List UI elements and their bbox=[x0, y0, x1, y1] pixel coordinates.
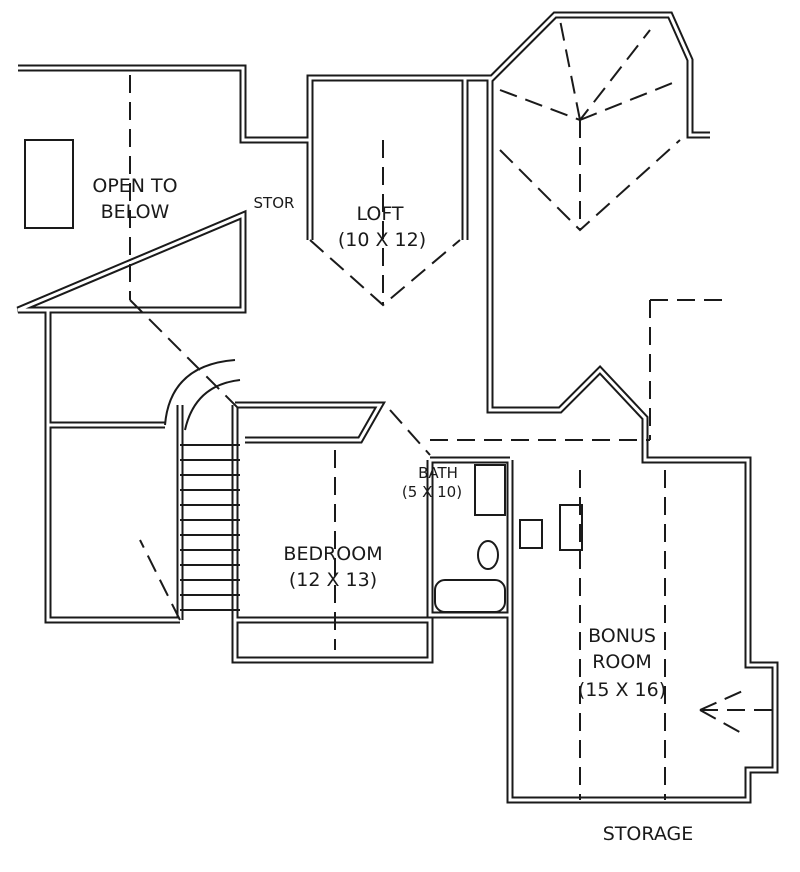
stor-label: STOR bbox=[254, 194, 295, 212]
wall-segment-inner bbox=[233, 403, 432, 662]
wall-segment-inner bbox=[488, 230, 777, 802]
wall-segment bbox=[231, 401, 434, 664]
fixtures bbox=[24, 139, 583, 613]
sink-icon bbox=[474, 464, 506, 516]
bedroom-size: (12 X 13) bbox=[289, 569, 377, 591]
bonus-room-label-1: BONUS bbox=[588, 625, 656, 647]
bath-label: BATH bbox=[418, 464, 458, 482]
storage-label: STORAGE bbox=[603, 823, 693, 845]
bath-size: (5 X 10) bbox=[402, 483, 462, 501]
room-labels: OPEN TO BELOW STOR LOFT (10 X 12) BATH (… bbox=[92, 175, 693, 845]
shelf-icon bbox=[559, 504, 583, 551]
walls bbox=[16, 11, 779, 804]
open-to-below-label-2: BELOW bbox=[101, 201, 170, 223]
wall-segment-inner bbox=[308, 76, 467, 240]
wall-segment bbox=[44, 310, 184, 624]
toilet-icon bbox=[477, 540, 499, 570]
loft-size: (10 X 12) bbox=[338, 229, 426, 251]
bedroom-label: BEDROOM bbox=[283, 543, 382, 565]
fireplace-icon bbox=[24, 139, 74, 229]
overhead-dashed-lines bbox=[129, 19, 775, 800]
washer-icon bbox=[519, 519, 543, 549]
wall-segment bbox=[486, 230, 779, 804]
bonus-room-label-2: ROOM bbox=[592, 651, 652, 673]
stair bbox=[164, 359, 241, 611]
loft-label: LOFT bbox=[356, 203, 403, 225]
wall-segment-inner bbox=[465, 13, 710, 230]
open-to-below-label-1: OPEN TO bbox=[92, 175, 177, 197]
bathtub-icon bbox=[434, 579, 506, 613]
wall-segment-inner bbox=[46, 310, 182, 622]
wall-segment bbox=[465, 11, 710, 230]
wall-segment-inner bbox=[428, 458, 510, 617]
bonus-room-size: (15 X 16) bbox=[578, 679, 666, 701]
